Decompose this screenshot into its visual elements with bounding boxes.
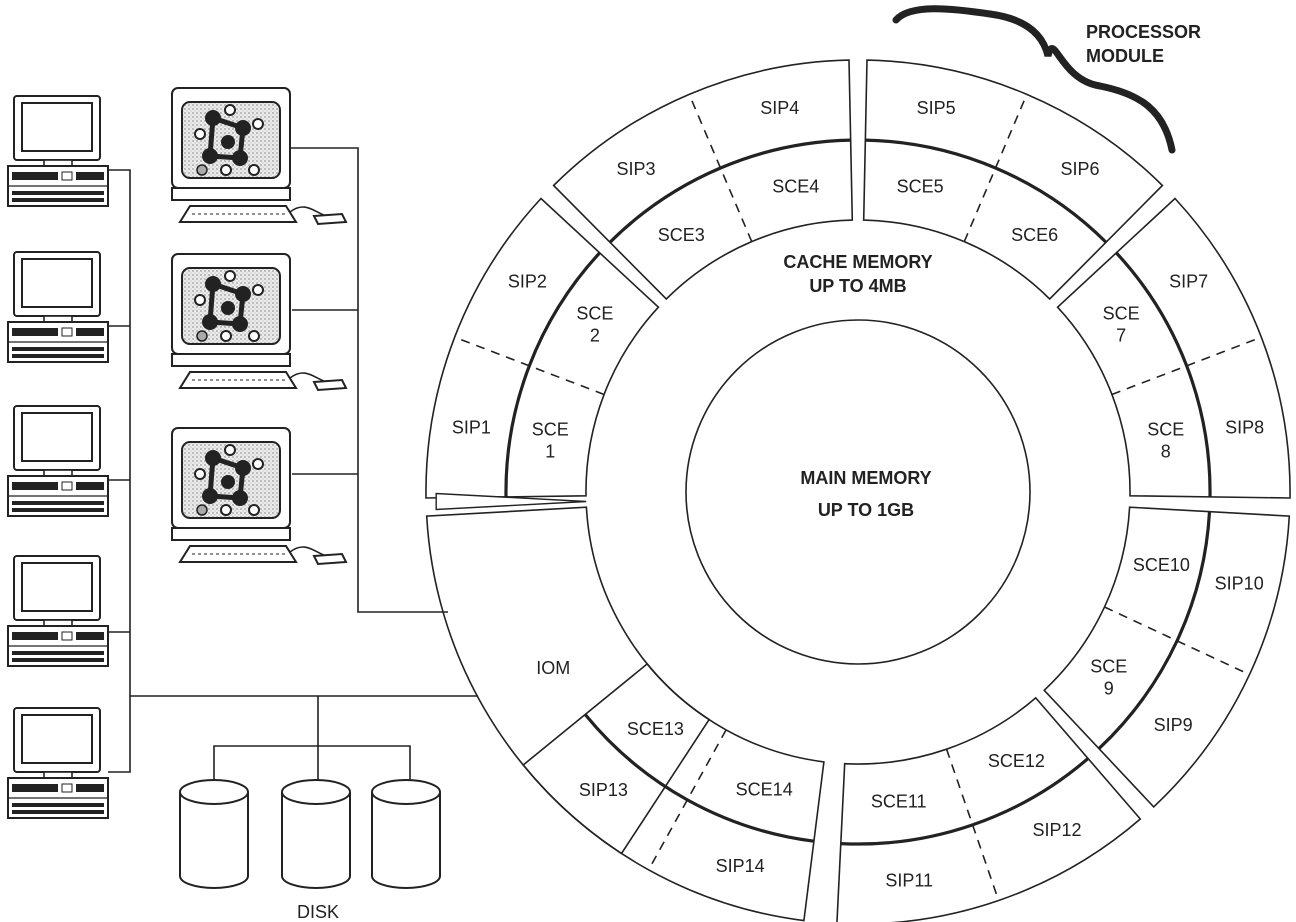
module-2-split-line <box>688 93 753 242</box>
iom-connector <box>435 492 587 511</box>
iom-sector <box>425 506 711 855</box>
disk-label: DISK <box>297 902 339 922</box>
sip-label-sip10: SIP10 <box>1215 574 1264 594</box>
terminals <box>7 95 109 819</box>
sce-label-sce2-line-1: SCE <box>576 303 613 323</box>
workstations <box>172 88 346 564</box>
sip-label-sip8: SIP8 <box>1225 417 1264 437</box>
processor-module-1 <box>425 197 660 499</box>
disk-1 <box>179 779 249 889</box>
sce-label-sce2-line-2: 2 <box>590 325 600 345</box>
sce-label-sce7-line-1: SCE <box>1103 303 1140 323</box>
sip-label-sip1: SIP1 <box>452 417 491 437</box>
sce-label-sce9-line-1: SCE <box>1090 657 1127 677</box>
processor-module-label-2: MODULE <box>1086 46 1164 66</box>
sip-label-sip7: SIP7 <box>1169 271 1208 291</box>
sip-label-sip11: SIP11 <box>885 871 933 891</box>
module-7-split-line <box>647 729 727 871</box>
pc-terminal-3 <box>7 405 109 517</box>
pc-terminal-2 <box>7 251 109 363</box>
sce-label-sce6: SCE6 <box>1011 225 1058 245</box>
iom-label: IOM <box>536 658 570 678</box>
sce-label-sce3: SCE3 <box>658 225 705 245</box>
sce-label-sce9-line-2: 9 <box>1104 679 1114 699</box>
module-2-divider <box>608 138 851 244</box>
module-1-split-line <box>454 336 605 396</box>
sce-label-sce1-line-1: SCE <box>532 420 569 440</box>
workstation-2 <box>172 254 346 390</box>
processor-module-5 <box>1043 506 1291 809</box>
sce-label-sce8-line-2: 8 <box>1161 442 1171 462</box>
sce-label-sce8-line-1: SCE <box>1147 420 1184 440</box>
processor-module-4 <box>1056 197 1291 499</box>
pc-terminal-5 <box>7 707 109 819</box>
processor-module-7 <box>522 662 825 922</box>
module-4-split-line <box>1111 336 1262 396</box>
processor-module-brace <box>892 5 1176 154</box>
sip-label-sip4: SIP4 <box>760 98 799 118</box>
sip-label-sip5: SIP5 <box>917 98 956 118</box>
main-memory-circle <box>685 319 1031 665</box>
processor-module-label: PROCESSOR <box>1086 22 1201 42</box>
sip-label-sip2: SIP2 <box>508 271 547 291</box>
sip-label-sip13: SIP13 <box>579 780 628 800</box>
module-6-divider <box>840 757 1090 846</box>
pc-terminal-1 <box>7 95 109 207</box>
processor-module-6 <box>836 696 1142 922</box>
workstation-1 <box>172 88 346 224</box>
cache-memory-label: CACHE MEMORY <box>783 252 932 272</box>
sce-label-sce4: SCE4 <box>772 176 819 196</box>
workstation-3 <box>172 428 346 564</box>
sce-label-sce1-line-2: 1 <box>545 442 555 462</box>
sip-label-sip3: SIP3 <box>616 159 655 179</box>
network-wiring <box>108 147 478 790</box>
sip-label-sip12: SIP12 <box>1032 820 1081 840</box>
processor-module-3 <box>862 59 1164 301</box>
sce-label-sce13: SCE13 <box>627 719 684 739</box>
module-5-split-line <box>1104 606 1250 676</box>
module-3-divider <box>865 138 1108 244</box>
sce-label-sce5: SCE5 <box>897 176 944 196</box>
sce-label-sce10: SCE10 <box>1133 555 1190 575</box>
sce-label-sce12: SCE12 <box>988 751 1045 771</box>
sip-label-sip6: SIP6 <box>1060 159 1099 179</box>
sce-label-sce11: SCE11 <box>871 791 927 811</box>
pc-terminal-4 <box>7 555 109 667</box>
disk-2 <box>281 779 351 889</box>
cache-memory-size: UP TO 4MB <box>809 276 906 296</box>
sip-label-sip14: SIP14 <box>716 856 765 876</box>
main-memory-size: UP TO 1GB <box>818 500 914 520</box>
disk-3 <box>371 779 441 889</box>
processor-module-2 <box>552 59 854 301</box>
sce-label-sce14: SCE14 <box>736 780 793 800</box>
module-6-split-line <box>945 748 1000 901</box>
sce-label-sce7-line-2: 7 <box>1116 325 1126 345</box>
sip-label-sip9: SIP9 <box>1154 715 1193 735</box>
module-7-divider <box>583 713 815 843</box>
main-memory-label: MAIN MEMORY <box>800 468 931 488</box>
module-3-split-line <box>963 93 1028 242</box>
processor-ring: IOMSIP1SIP2SCE1SCE2SIP3SIP4SCE3SCE4SIP5S… <box>425 59 1291 922</box>
disk-array: DISK <box>179 779 441 922</box>
